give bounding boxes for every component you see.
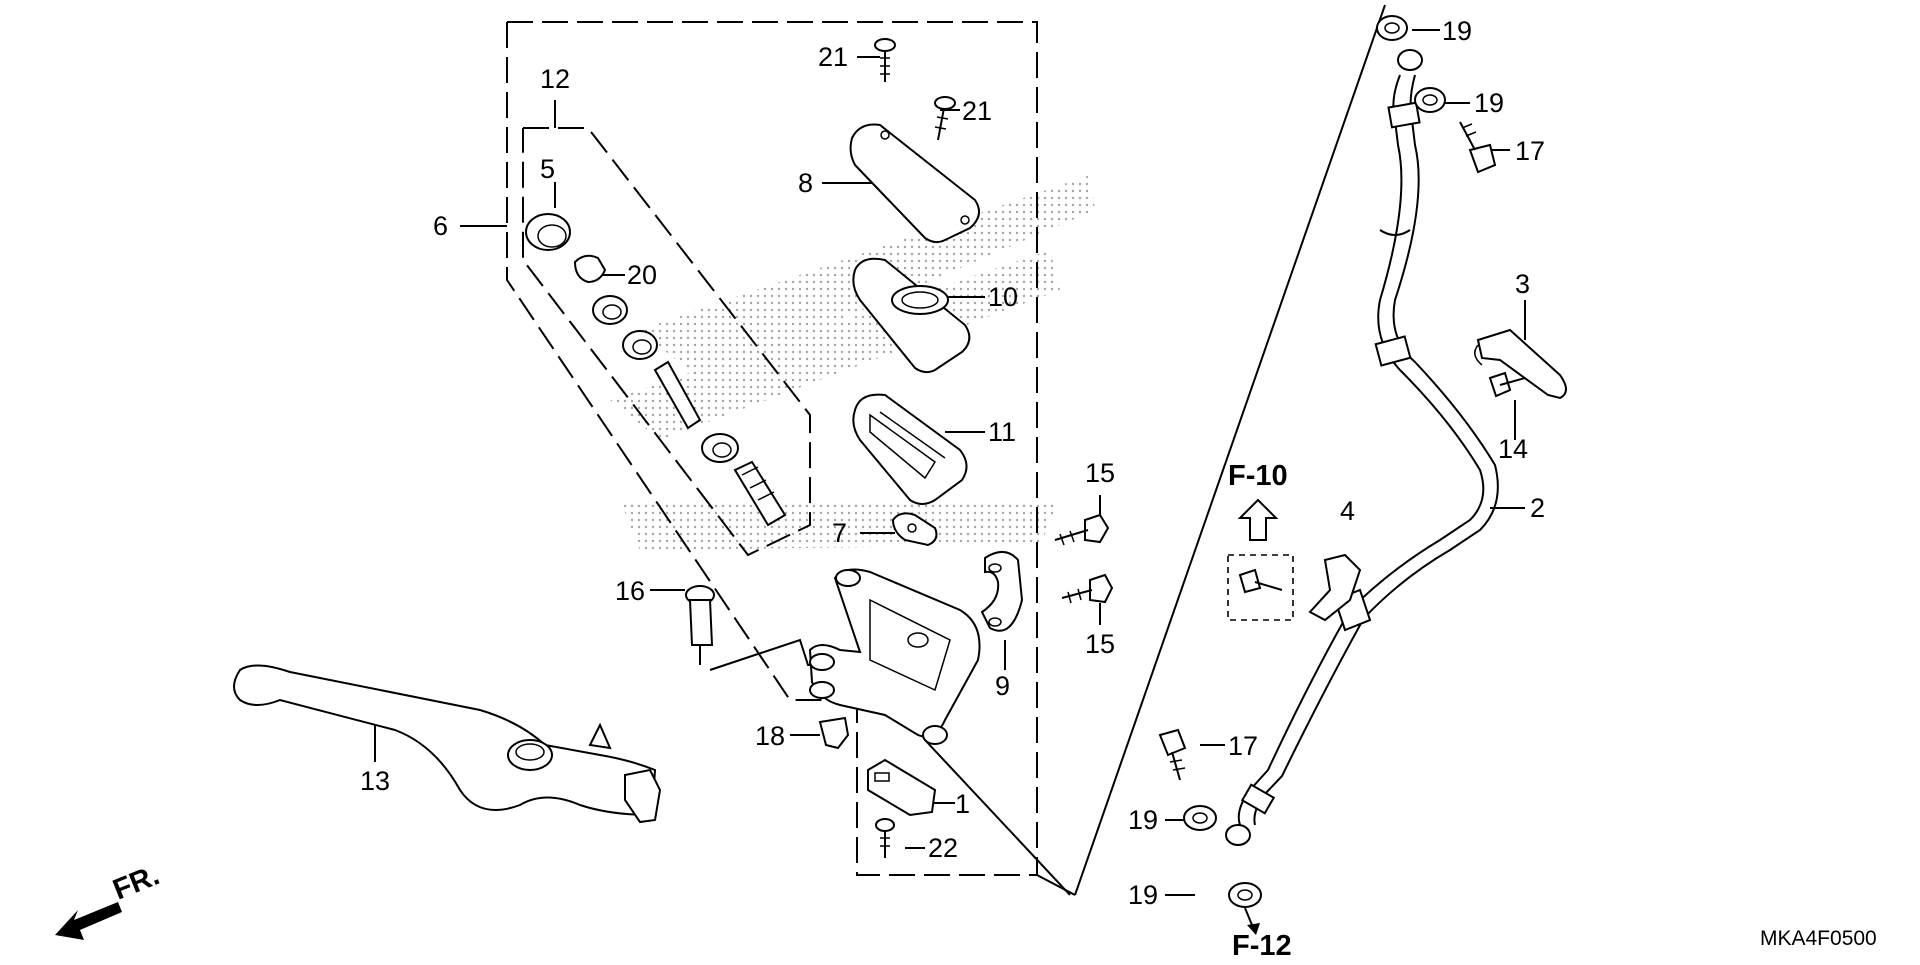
callout-17-bottom: 17 — [1228, 731, 1258, 761]
callout-12: 12 — [540, 64, 570, 94]
reservoir-cap-8 — [849, 123, 980, 244]
pivot-bolt-16 — [685, 585, 715, 665]
callout-22: 22 — [928, 833, 958, 863]
callout-19-a: 19 — [1442, 16, 1472, 46]
callout-14: 14 — [1498, 434, 1528, 464]
callout-7: 7 — [832, 518, 847, 548]
callout-21-top: 21 — [818, 42, 848, 72]
fr-direction-label: FR. — [109, 859, 164, 906]
callout-19-d: 19 — [1128, 880, 1158, 910]
callout-20: 20 — [627, 260, 657, 290]
washers-19 — [1183, 15, 1446, 908]
diaphragm-11 — [852, 393, 968, 505]
callout-15-top: 15 — [1085, 458, 1115, 488]
bolt-17-top — [1459, 121, 1497, 174]
bolt-15-top — [1054, 513, 1110, 546]
screw-21-right — [934, 96, 956, 141]
diaphragm-plate-10 — [852, 257, 971, 374]
piston-kit-parts — [525, 213, 787, 527]
bolt-18 — [818, 716, 850, 750]
callout-17-top: 17 — [1515, 136, 1545, 166]
callout-4: 4 — [1340, 496, 1355, 526]
screw-21-top — [874, 38, 896, 82]
callout-18: 18 — [755, 721, 785, 751]
callout-9: 9 — [995, 671, 1010, 701]
watermark-stipple — [610, 175, 1095, 550]
f10-reference — [1227, 498, 1294, 621]
callout-5: 5 — [540, 154, 555, 184]
callout-8: 8 — [798, 168, 813, 198]
callout-19-b: 19 — [1474, 88, 1504, 118]
bracket-3 — [1474, 328, 1567, 400]
holder-9 — [980, 551, 1024, 632]
callout-15-bottom: 15 — [1085, 629, 1115, 659]
brake-lever-13 — [233, 664, 662, 824]
master-cylinder-body — [808, 568, 981, 745]
callout-6: 6 — [433, 211, 448, 241]
ref-f12: F-12 — [1232, 930, 1292, 960]
callout-13: 13 — [360, 766, 390, 796]
switch-1 — [867, 758, 937, 817]
callout-3: 3 — [1515, 269, 1530, 299]
callout-1: 1 — [955, 789, 970, 819]
bolt-15-bottom — [1061, 573, 1114, 604]
ref-f10: F-10 — [1228, 460, 1288, 492]
callout-10: 10 — [988, 282, 1018, 312]
bolt-14 — [1488, 371, 1526, 398]
clamp-4 — [1308, 553, 1362, 622]
clip-7 — [891, 512, 938, 547]
callout-2: 2 — [1530, 493, 1545, 523]
f12-reference — [1244, 907, 1260, 935]
diagram-code: MKA4F0500 — [1760, 927, 1877, 950]
master-cylinder-set-boundary — [506, 4, 1386, 896]
brake-hose-2 — [1225, 49, 1499, 846]
callout-19-c: 19 — [1128, 805, 1158, 835]
callout-21-right: 21 — [962, 96, 992, 126]
front-direction-arrow — [55, 902, 122, 940]
piston-kit-boundary — [522, 127, 811, 557]
callout-16: 16 — [615, 576, 645, 606]
callout-11: 11 — [988, 417, 1016, 447]
screw-22 — [875, 818, 895, 858]
bolt-17-bottom — [1158, 728, 1187, 781]
